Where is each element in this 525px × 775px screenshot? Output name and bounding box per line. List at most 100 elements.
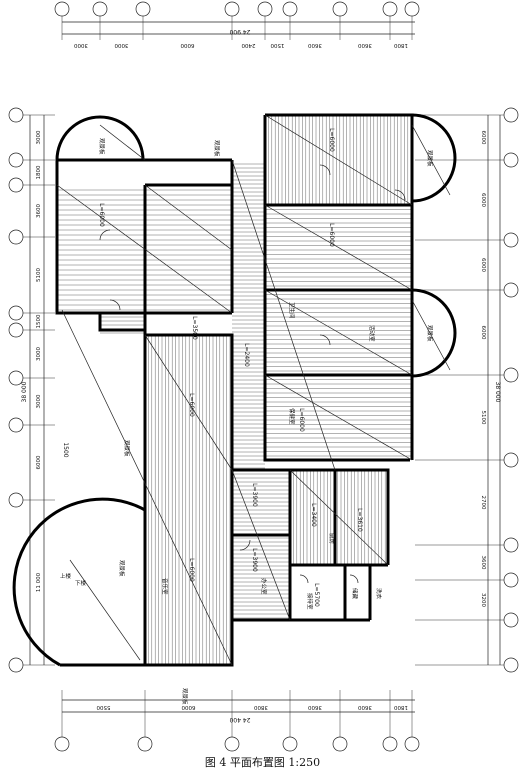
room-length-r12: L=3900 <box>251 548 258 572</box>
top-segment-dim: 2400 <box>241 42 255 48</box>
axis-bubble-top <box>404 1 420 17</box>
bottom-segment-dim: 3800 <box>254 704 268 710</box>
axis-bubble-top <box>135 1 151 17</box>
hatch-region <box>148 335 231 665</box>
door-swings <box>99 164 406 584</box>
axis-bubble-left <box>8 107 24 123</box>
axis-bubble-left <box>8 152 24 168</box>
axis-bubble-bottom <box>137 736 153 752</box>
hatch-region <box>57 189 145 311</box>
room-length-r1: L=6000 <box>98 203 105 227</box>
axis-bubble-right <box>503 612 519 628</box>
bottom-segment-dim: 6000 <box>181 704 195 710</box>
kitchen-label: 厨房 <box>328 533 336 545</box>
axis-bubble-right <box>503 282 519 298</box>
axis-bubble-bottom <box>404 736 420 752</box>
axis-bubble-left <box>8 657 24 673</box>
top-segment-dim: 6000 <box>180 42 194 48</box>
room-length-r10: L=3400 <box>310 503 317 527</box>
right-segment-dim: 6000 <box>480 326 486 340</box>
observation-label-1: 观景板 <box>98 138 106 155</box>
hatch-region <box>265 209 412 287</box>
room-length-r6: L=6000 <box>188 558 195 582</box>
room-labels: L=6000 L=6000 L=6000 L=6000 L=6000 L=600… <box>60 128 434 705</box>
hatch-region <box>232 163 265 469</box>
axis-bubble-top <box>92 1 108 17</box>
axis-bubble-bottom <box>332 736 348 752</box>
room-length-r7: L=3500 <box>191 316 198 340</box>
room-length-r3: L=6000 <box>328 223 335 247</box>
laundry-label: 洗衣 <box>375 588 383 600</box>
bottom-segment-dim: 3600 <box>308 704 322 710</box>
figure-caption: 图 4 平面布置图 1:250 <box>204 756 321 769</box>
axis-bubble-top <box>257 1 273 17</box>
inner-1500-dim: 1500 <box>62 442 69 457</box>
toilet-label: 卫生间 <box>288 302 296 319</box>
axis-bubble-bottom <box>54 736 70 752</box>
axis-grid <box>8 1 519 752</box>
reception-label: 接待室 <box>306 593 314 610</box>
top-segment-dim: 3000 <box>74 42 88 48</box>
axis-bubble-right <box>503 232 519 248</box>
axis-bubble-bottom <box>382 736 398 752</box>
hatch-region <box>232 473 290 619</box>
hatch-region <box>265 294 412 372</box>
top-segment-dim: 3600 <box>308 42 322 48</box>
axis-bubble-top <box>282 1 298 17</box>
right-segment-dim: 3200 <box>480 593 486 607</box>
left-total-dim: 38 000 <box>21 381 28 402</box>
room-length-r5: L=6000 <box>188 393 195 417</box>
axis-bubble-bottom <box>282 736 298 752</box>
music-room-label: 音乐室 <box>161 578 169 595</box>
right-total-dim: 38 000 <box>494 382 501 403</box>
axis-bubble-left <box>8 177 24 193</box>
axis-bubble-left <box>8 492 24 508</box>
axis-bubble-right <box>503 152 519 168</box>
observation-label-5: 观景板 <box>123 440 131 457</box>
section-diagonals <box>56 114 451 666</box>
left-segment-dim: 11 000 <box>36 572 42 592</box>
axis-bubble-left <box>8 322 24 338</box>
room-length-r9: L=3900 <box>251 483 258 507</box>
right-segment-dim: 6000 <box>480 258 486 272</box>
left-segment-dim: 1800 <box>36 165 42 179</box>
dimension-lines <box>29 21 501 713</box>
observation-label-3: 观景板 <box>426 150 434 167</box>
top-segment-dim: 3000 <box>114 42 128 48</box>
top-total-dim: 24 900 <box>229 28 250 35</box>
axis-bubble-top <box>224 1 240 17</box>
observation-label-7: 观景板 <box>181 688 189 705</box>
observation-label-2: 观景板 <box>213 140 221 157</box>
bottom-total-dim: 24 400 <box>229 716 250 723</box>
axis-bubble-bottom <box>224 736 240 752</box>
axis-bubble-right <box>503 367 519 383</box>
floor-hatching <box>57 115 412 665</box>
top-segment-dim: 1500 <box>270 42 284 48</box>
top-segment-dim: 1800 <box>394 42 408 48</box>
room-length-r11: L=3610 <box>356 508 363 532</box>
left-segment-dim: 1500 <box>36 314 42 328</box>
axis-bubble-top <box>332 1 348 17</box>
office-label: 办公室 <box>260 578 268 595</box>
right-segment-dim: 5100 <box>480 411 486 425</box>
room-length-r13: L=5700 <box>313 583 320 607</box>
left-segment-dim: 3000 <box>36 394 42 408</box>
left-segment-dim: 3000 <box>36 130 42 144</box>
left-segment-dim: 6000 <box>36 455 42 469</box>
left-segment-dim: 3000 <box>36 347 42 361</box>
left-segment-dim: 5100 <box>36 268 42 282</box>
axis-bubble-left <box>8 417 24 433</box>
dimension-labels: 24 900 24 400 38 000 38 000 1500 3000 300… <box>21 28 501 723</box>
axis-bubble-right <box>503 572 519 588</box>
axis-bubble-right <box>503 537 519 553</box>
bottom-segment-dim: 5500 <box>96 704 110 710</box>
hatch-region <box>145 189 232 311</box>
right-segment-dim: 6000 <box>480 193 486 207</box>
axis-bubble-right <box>503 452 519 468</box>
axis-bubble-top <box>54 1 70 17</box>
walls <box>12 113 457 667</box>
axis-bubble-left <box>8 229 24 245</box>
stair-down-label: 下楼 <box>75 579 87 587</box>
room-length-r4: L=6000 <box>298 408 305 432</box>
